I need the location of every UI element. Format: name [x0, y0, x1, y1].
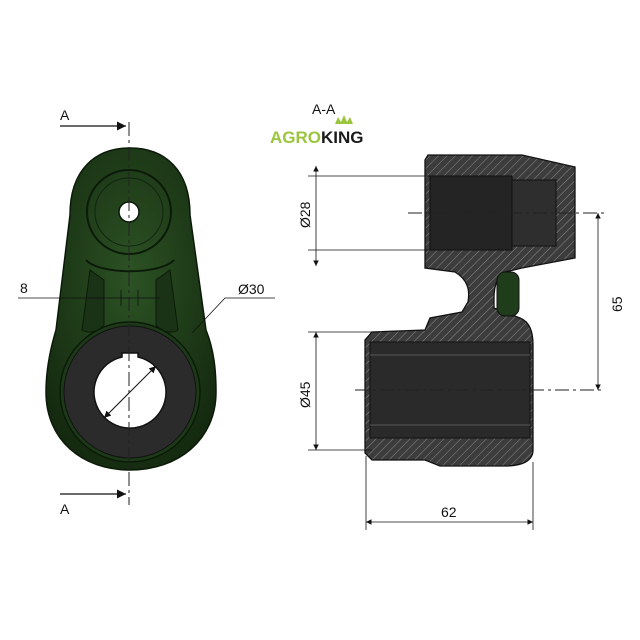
logo-part-king: KING [321, 128, 364, 147]
section-title-group: A-A [312, 101, 336, 117]
web-rib [85, 259, 175, 273]
agroking-logo: AGROKING [270, 115, 364, 147]
svg-text:AGROKING: AGROKING [270, 128, 364, 147]
hub-dia-label: Ø30 [238, 281, 265, 297]
bore-dia-line [103, 365, 157, 419]
crown-icon [335, 115, 353, 124]
center-distance-label: 65 [609, 296, 625, 312]
length-label: 62 [441, 504, 457, 520]
offset-dim-label: 8 [20, 280, 28, 296]
bore-small-label: Ø28 [297, 201, 313, 228]
lube-channel [496, 271, 520, 317]
section-title: A-A [312, 101, 336, 117]
section-marker-top: A [60, 107, 70, 123]
side-view: A A 8 Ø30 [18, 107, 275, 517]
section-view: Ø28 Ø45 65 62 [297, 154, 625, 530]
bore-large-label: Ø45 [297, 381, 313, 408]
section-marker-bottom: A [60, 501, 70, 517]
hub-dia-leader [191, 297, 275, 334]
logo-part-agro: AGRO [270, 128, 321, 147]
